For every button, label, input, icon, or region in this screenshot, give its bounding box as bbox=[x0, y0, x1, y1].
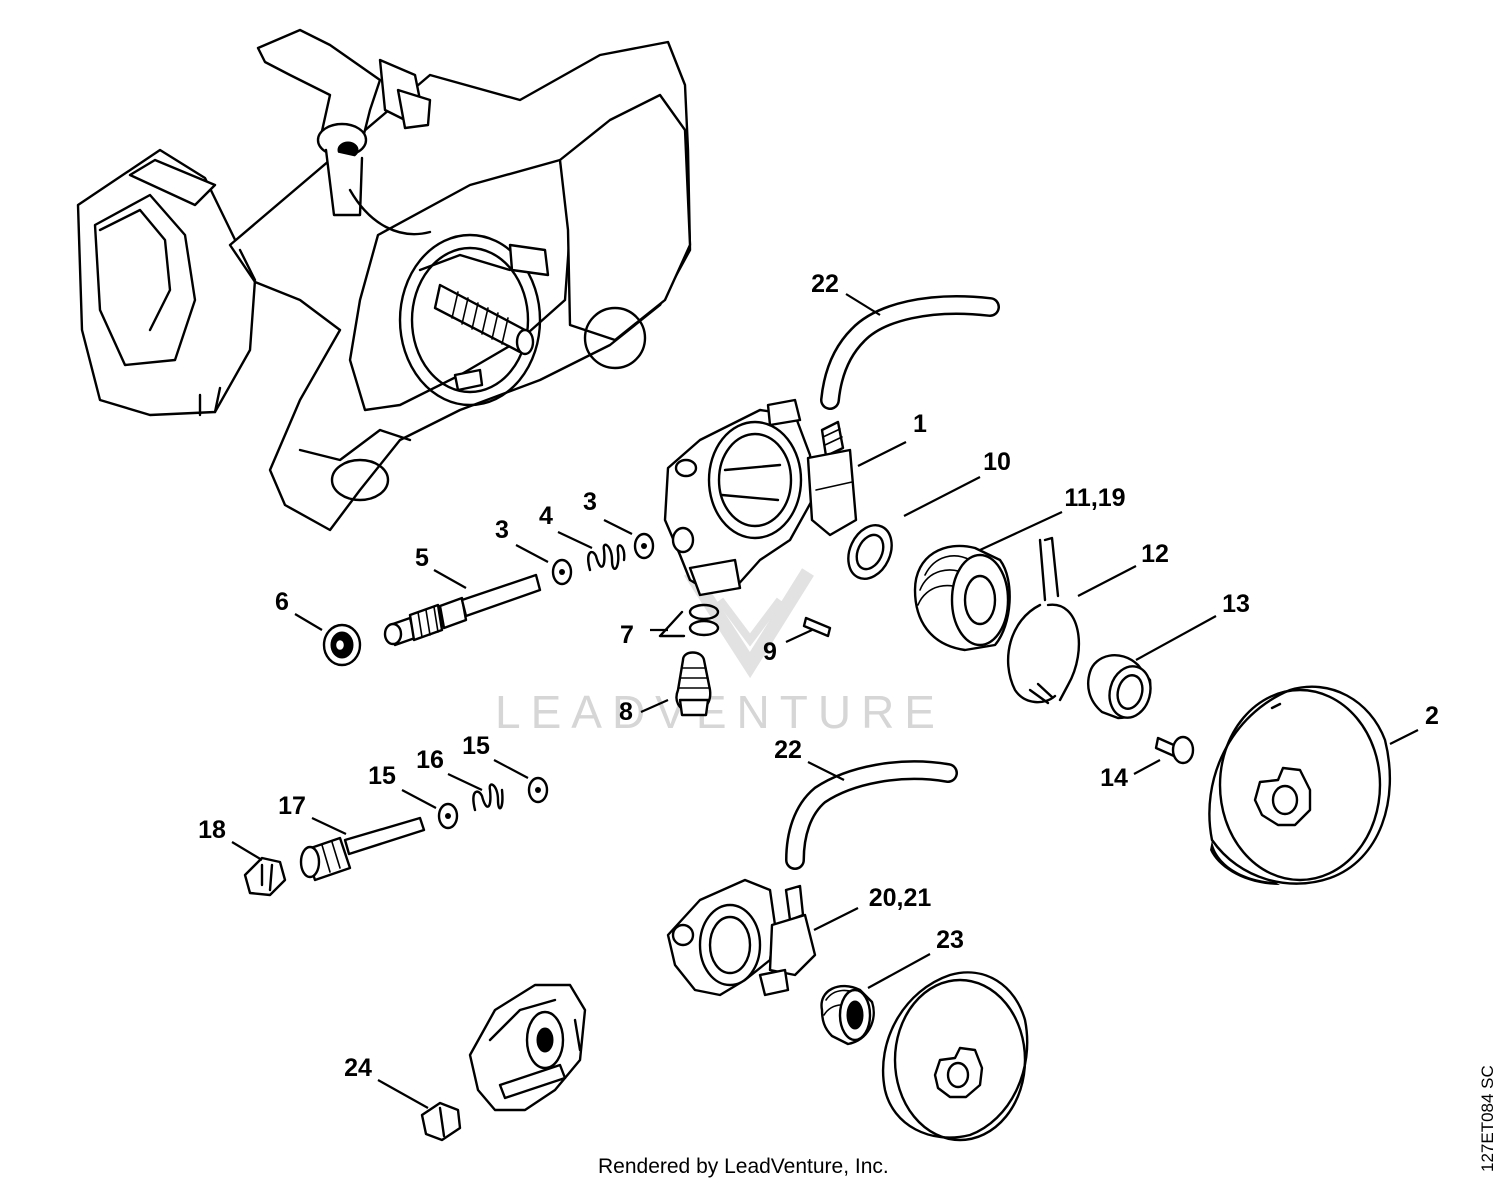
cap bbox=[420, 1101, 462, 1142]
callout-leader-18 bbox=[231, 841, 263, 861]
callout-label-23: 23 bbox=[936, 926, 964, 954]
watermark-logo bbox=[684, 568, 814, 679]
washer-10 bbox=[847, 524, 893, 580]
oil-pump-upper bbox=[663, 398, 858, 597]
callout-label-2: 2 bbox=[1425, 702, 1439, 730]
callout-leader-17 bbox=[311, 817, 347, 835]
callout-label-14: 14 bbox=[1100, 764, 1128, 792]
callout-label-8: 8 bbox=[619, 698, 633, 726]
clutch-drum-large bbox=[1208, 685, 1392, 885]
callout-leader-15 bbox=[401, 789, 437, 809]
callout-leaders bbox=[231, 293, 1419, 1109]
oil-pump-lower bbox=[666, 878, 817, 997]
o-rings bbox=[658, 603, 720, 638]
callout-leader-24 bbox=[377, 1079, 429, 1109]
clutch-drum-small bbox=[881, 971, 1029, 1142]
callout-leader-5 bbox=[433, 569, 467, 589]
callout-label-18: 18 bbox=[198, 816, 226, 844]
callout-label-11-19: 11,19 bbox=[1064, 484, 1125, 512]
callout-label-9: 9 bbox=[763, 638, 777, 666]
callout-label-6: 6 bbox=[275, 588, 289, 616]
callout-label-24: 24 bbox=[344, 1054, 372, 1082]
callout-label-1: 1 bbox=[913, 410, 927, 438]
callout-leader-14 bbox=[1133, 759, 1161, 775]
callout-leader-9 bbox=[785, 629, 813, 643]
pump-piston-assembly bbox=[322, 532, 655, 667]
callout-label-13: 13 bbox=[1222, 590, 1250, 618]
callout-label-10: 10 bbox=[983, 448, 1011, 476]
callout-leader-20-21 bbox=[813, 907, 859, 931]
callout-leader-6 bbox=[294, 613, 323, 631]
callout-label-16: 16 bbox=[416, 746, 444, 774]
callout-leader-22 bbox=[845, 293, 881, 316]
callout-leader-1 bbox=[857, 441, 907, 467]
callout-label-15: 15 bbox=[462, 732, 490, 760]
callout-label-3: 3 bbox=[495, 516, 509, 544]
worm-gear bbox=[913, 544, 1011, 652]
oil-hose-lower bbox=[785, 760, 958, 870]
callout-leader-4 bbox=[557, 531, 593, 549]
callout-leader-22 bbox=[807, 761, 845, 781]
callout-label-4: 4 bbox=[539, 502, 553, 530]
callout-label-17: 17 bbox=[278, 792, 306, 820]
bushing bbox=[1087, 654, 1152, 720]
pump-cover-plate bbox=[468, 983, 587, 1112]
callout-label-7: 7 bbox=[620, 621, 634, 649]
callout-leader-13 bbox=[1135, 615, 1217, 661]
pin bbox=[802, 616, 832, 638]
valve bbox=[675, 651, 712, 717]
screw bbox=[1154, 735, 1195, 765]
callout-labels: 22 1 10 11,19 12 13 3 4 3 5 6 7 9 8 2 14 22 15 16 15 17 18 20,… bbox=[198, 270, 1439, 1082]
callout-label-20-21: 20,21 bbox=[869, 884, 932, 912]
spring-clip bbox=[1007, 536, 1081, 705]
worm-small bbox=[820, 984, 875, 1046]
callout-label-3: 3 bbox=[583, 488, 597, 516]
footer-credit: Rendered by LeadVenture, Inc. bbox=[598, 1155, 889, 1178]
callout-leader-16 bbox=[447, 773, 483, 791]
callout-leader-2 bbox=[1389, 729, 1419, 745]
chainsaw-housing bbox=[76, 28, 692, 532]
callout-leader-15 bbox=[493, 759, 529, 779]
oil-hose-upper bbox=[820, 295, 1000, 410]
callout-leader-8 bbox=[640, 698, 669, 714]
callout-label-15: 15 bbox=[368, 762, 396, 790]
callout-label-12: 12 bbox=[1141, 540, 1169, 568]
callout-label-5: 5 bbox=[415, 544, 429, 572]
callout-leader-23 bbox=[867, 953, 931, 989]
drawing-code: 127ET084 SC bbox=[1478, 1065, 1497, 1172]
callout-label-22: 22 bbox=[811, 270, 839, 298]
lower-piston-assembly bbox=[243, 776, 549, 897]
callout-leader-11-19 bbox=[979, 511, 1063, 551]
callout-leader-3 bbox=[515, 544, 549, 563]
watermark-text: LEADVENTURE bbox=[495, 686, 945, 738]
callout-leader-3 bbox=[603, 519, 633, 535]
callout-leader-10 bbox=[903, 476, 981, 517]
callout-leader-12 bbox=[1077, 565, 1137, 597]
callout-label-22: 22 bbox=[774, 736, 802, 764]
